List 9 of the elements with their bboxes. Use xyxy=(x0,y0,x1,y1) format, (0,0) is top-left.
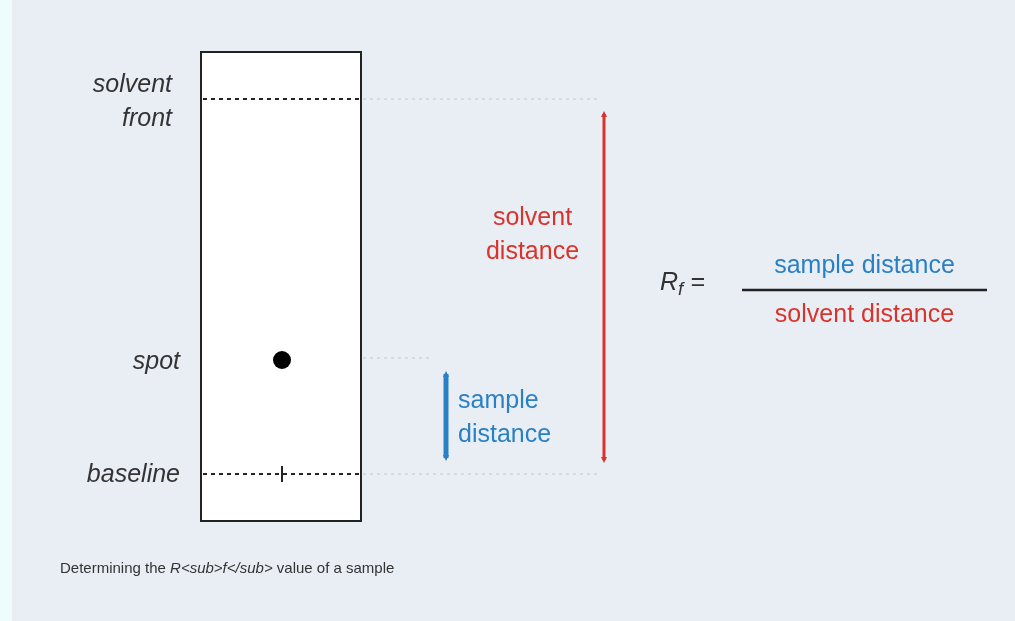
dimension-label: solvent distance xyxy=(484,201,581,266)
part-label: baseline xyxy=(85,458,180,489)
numerator-text: sample distance xyxy=(773,249,956,280)
denominator-text: solvent distance xyxy=(773,298,956,329)
formula-label: R$_{f}$ = xyxy=(660,266,706,298)
dimension-label: sample distance xyxy=(458,384,553,449)
part-label: solvent front xyxy=(91,68,172,133)
part-label: spot xyxy=(131,345,180,376)
caption: Determining the R<sub>f</sub> value of a sample xyxy=(60,558,395,578)
